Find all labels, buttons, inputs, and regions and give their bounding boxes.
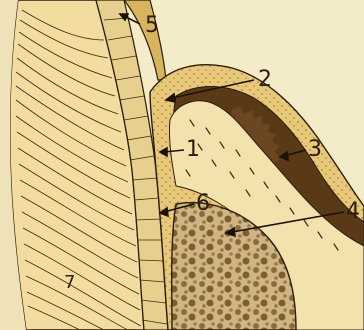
callout-1: 1: [186, 137, 200, 162]
callout-6: 6: [196, 191, 210, 216]
callout-4: 4: [346, 199, 360, 224]
callout-3: 3: [308, 137, 322, 162]
callout-5: 5: [145, 13, 159, 38]
callout-7: 7: [64, 272, 75, 293]
callout-2: 2: [258, 67, 272, 92]
